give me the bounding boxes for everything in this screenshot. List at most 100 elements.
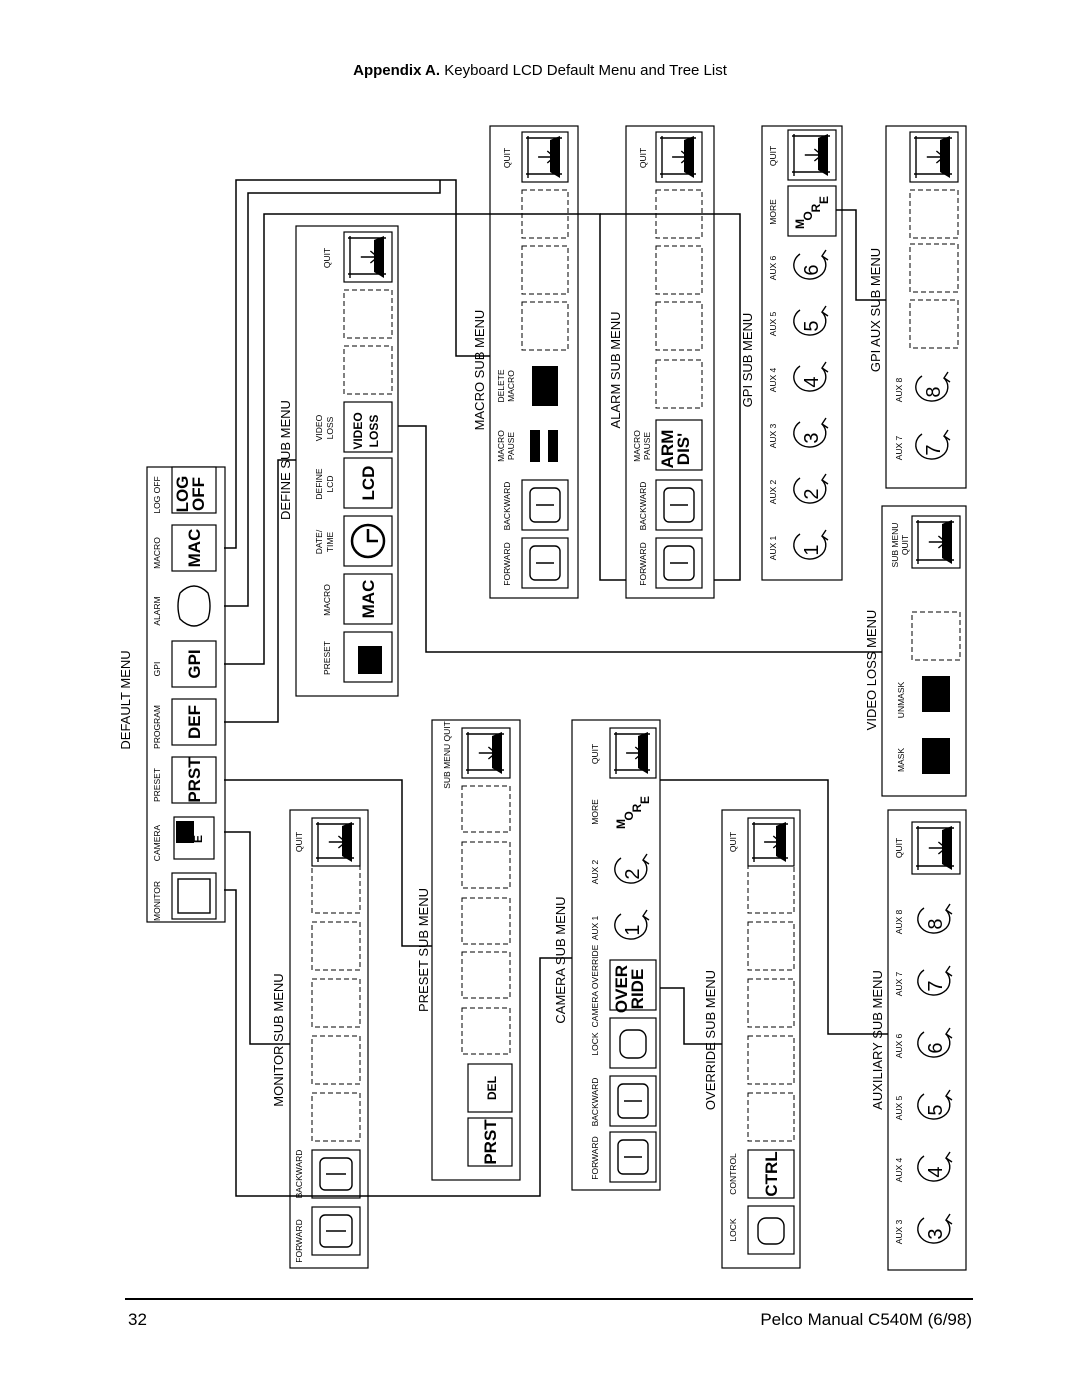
gpi-quit-icon [792, 134, 830, 176]
camera-label-7: QUIT [590, 744, 600, 764]
macro-label-3: DELETE [496, 369, 506, 402]
preset-blank-4 [461, 785, 511, 833]
aux-icon-3 [917, 1031, 951, 1058]
aux-icon-0 [917, 1217, 951, 1244]
default-key-4-label: GPI [185, 649, 204, 678]
override-blank-3 [747, 1035, 795, 1085]
default-label-0: MONITOR [152, 881, 162, 921]
camera-aux-icon-1-arrow [642, 909, 650, 921]
camera-lock-key [609, 1017, 657, 1069]
page-number: 32 [128, 1310, 147, 1329]
gpi-more-icon-m: M [793, 219, 807, 229]
default-key-6-label: MAC [185, 529, 204, 568]
default-key-2 [171, 756, 217, 804]
define-preset-icon [358, 646, 382, 674]
connector-line-1 [224, 180, 441, 607]
aux-icon-1 [917, 1155, 951, 1182]
monitor-blank-5 [311, 921, 361, 971]
default-key-2-label: PRST [185, 757, 204, 803]
gpi-aux-icon-2-arrow [821, 417, 829, 429]
aux-label-6: QUIT [894, 838, 904, 858]
connector-line-0 [224, 179, 490, 549]
aux-icon-3-number: 6 [925, 1042, 947, 1053]
default-key-7-label-line2: OFF [189, 477, 208, 511]
connector-line-10 [836, 209, 886, 301]
aux-icon-2 [917, 1093, 951, 1120]
define-label-2-b: TIME [325, 532, 335, 553]
gpi-aux-icon-1 [793, 477, 827, 504]
camera-override-label-line2: RIDE [628, 969, 647, 1010]
default-label-5: ALARM [152, 596, 162, 625]
monitor-quit-icon-part [337, 835, 347, 849]
alarm-quit-icon [660, 136, 696, 178]
aux-icon-0-number: 3 [925, 1228, 947, 1239]
videoloss-quit-icon-part [942, 520, 952, 564]
define-quit-icon [348, 236, 386, 278]
camera-label-4: AUX 1 [590, 915, 600, 940]
aux-quit-icon-part [937, 841, 947, 855]
alarm-arm-key [655, 419, 703, 471]
lock-icon [619, 1029, 647, 1059]
override-blank-2 [747, 1092, 795, 1142]
videoloss-quit-label-b: QUIT [900, 535, 910, 555]
define-label-4: VIDEO [314, 414, 324, 441]
mask-icon [922, 738, 950, 774]
gpiaux-blank-3 [909, 243, 959, 293]
camera-menu-frame [571, 719, 661, 1191]
preset-prst-key [467, 1117, 513, 1167]
alarm-bell-icon [177, 585, 211, 627]
camera-aux-icon-2-arrow [642, 853, 650, 865]
videoloss-quit-label-a: SUB MENU [890, 523, 900, 568]
aux-label-1: AUX 4 [894, 1157, 904, 1182]
aux-label-4: AUX 7 [894, 971, 904, 996]
camera-override-label: OVER [612, 965, 631, 1013]
preset-quit-icon-part [492, 732, 502, 774]
gpi-menu-frame [761, 125, 843, 581]
gpiaux-icon-1-number: 8 [923, 386, 945, 397]
clock-hands [366, 529, 378, 543]
monitor-key [171, 872, 217, 920]
monitor-scroll-icon-1 [319, 1157, 353, 1191]
override-quit-icon [752, 822, 788, 862]
videoloss-menu-title: VIDEO LOSS MENU [864, 610, 879, 731]
preset-prst-label: PRST [481, 1119, 500, 1165]
macro-label-0: FORWARD [502, 542, 512, 585]
macro-label-3-b: MACRO [506, 370, 516, 402]
macro-blank-4 [521, 301, 569, 351]
macro-label-7: QUIT [502, 148, 512, 168]
alarm-scroll-icon-1 [663, 487, 695, 523]
gpi-aux-icon-2-number: 3 [801, 432, 823, 443]
camera-aux-icon-2-number: 2 [622, 868, 644, 879]
define-quit-icon-part [374, 236, 384, 278]
gpi-aux-icon-1-number: 2 [801, 488, 823, 499]
camera-more-icon-r: R [630, 803, 644, 812]
camera-quit-icon [614, 732, 650, 774]
monitor-blank-6 [311, 864, 361, 914]
videoloss-mask-label: MASK [896, 748, 906, 772]
gpi-aux-icon-5 [793, 253, 827, 280]
aux-icon-2-number: 5 [925, 1104, 947, 1115]
macro-scroll-icon-0 [529, 545, 561, 581]
preset-quit-icon [466, 732, 504, 774]
header-prefix: Appendix A. [353, 62, 441, 79]
aux-icon-5-arrow [945, 903, 953, 915]
camera-key-label: E [191, 835, 205, 843]
monitor-icon [177, 878, 211, 914]
gpiaux-quit-icon [914, 136, 952, 178]
default-key-7 [171, 466, 217, 514]
monitor-label-1: BACKWARD [294, 1150, 304, 1199]
aux-icon-4 [917, 969, 951, 996]
camera-aux-icon-1-number: 1 [622, 924, 644, 935]
gpi-label-3: AUX 4 [768, 367, 778, 392]
camera-scroll-icon-1 [617, 1083, 649, 1119]
auxiliary-menu-title: AUXILIARY SUB MENU [870, 970, 885, 1110]
gpi-label-5: AUX 6 [768, 255, 778, 280]
delete-macro-icon [532, 366, 558, 406]
alarm-menu-title: ALARM SUB MENU [608, 311, 623, 428]
header-title: Keyboard LCD Default Menu and Tree List [444, 62, 727, 79]
pause-icon-b [548, 430, 558, 462]
define-label-0: PRESET [322, 641, 332, 675]
macro-label-2: MACRO [496, 430, 506, 462]
default-key-6 [171, 524, 217, 572]
gpi-label-4: AUX 5 [768, 311, 778, 336]
